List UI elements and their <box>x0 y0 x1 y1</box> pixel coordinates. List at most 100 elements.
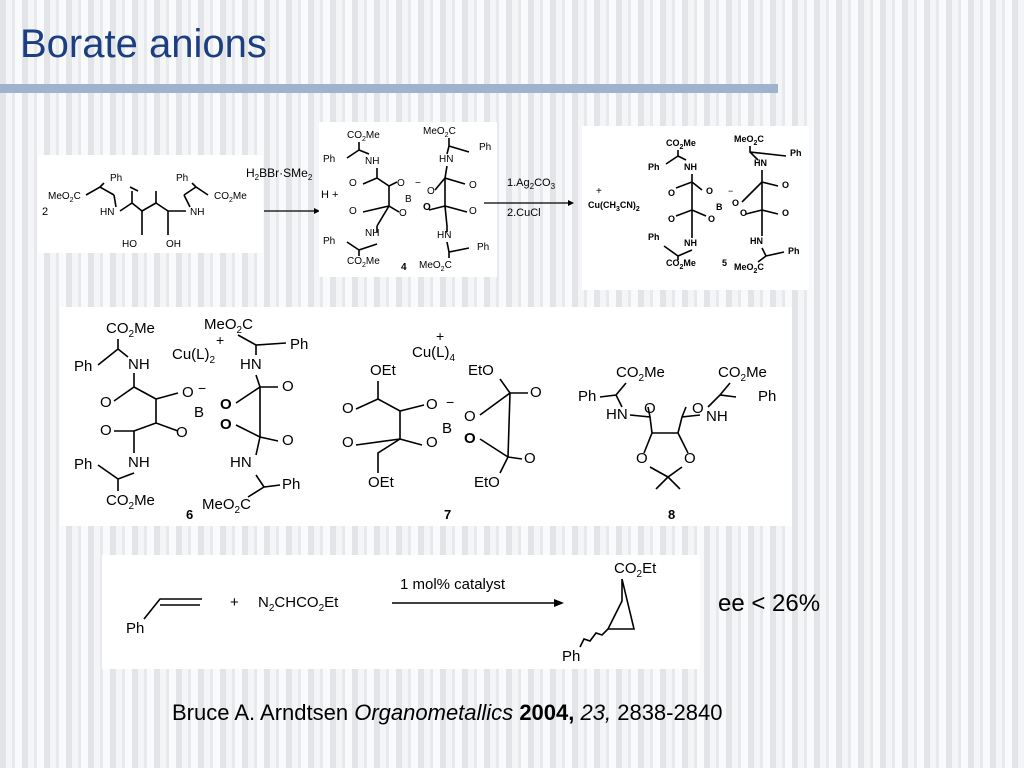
int-bonds-right <box>428 138 470 258</box>
c7-minus: − <box>446 394 454 410</box>
c6-ph-bl: Ph <box>74 456 92 473</box>
int-co-4: O <box>469 206 477 217</box>
int-ester-bl: CO2Me <box>347 256 380 269</box>
p5-ester-tr: MeO2C <box>734 134 764 147</box>
arrow-1 <box>264 203 320 221</box>
c6-co-1: O <box>100 394 112 411</box>
product-ester: CO2Et <box>614 560 657 580</box>
int-counter-ion: H + <box>321 189 338 201</box>
c6-o2: O <box>220 396 232 413</box>
citation-author: Bruce A. Arndtsen <box>172 700 349 725</box>
p5-o2: O <box>732 198 739 208</box>
c6-o4: O <box>220 416 232 433</box>
int-nh-br: HN <box>437 230 451 241</box>
int-ph-bl: Ph <box>323 236 335 247</box>
c6-ph-tl: Ph <box>74 358 92 375</box>
slide-title: Borate anions <box>20 22 267 66</box>
p5-bonds-right <box>741 146 787 263</box>
int-number: 4 <box>401 262 407 273</box>
intermediate-panel: CO2Me MeO2C Ph Ph NH HN H + O − B O O O … <box>319 122 497 277</box>
reactant-oh-left: HO <box>122 239 137 250</box>
reactant-ester-left: MeO2C <box>48 191 81 204</box>
product5-panel: CO2Me MeO2C Ph Ph NH HN + Cu(CH3CN)2 O −… <box>582 126 809 290</box>
reactant-bonds-left <box>85 182 186 235</box>
int-boron: B <box>405 194 412 205</box>
c8-hn-l: HN <box>606 406 628 423</box>
int-o1: O <box>397 178 405 189</box>
citation-pages: 2838-2840 <box>617 700 723 725</box>
citation-year: 2004, <box>519 700 575 725</box>
c8-ring-o-l: O <box>636 450 648 467</box>
product5-structure: CO2Me MeO2C Ph Ph NH HN + Cu(CH3CN)2 O −… <box>588 134 802 275</box>
int-nh-bl: NH <box>365 228 379 239</box>
reactant-nh-left: HN <box>100 207 114 218</box>
c6-counter-ion: Cu(L)2 <box>172 346 216 366</box>
p5-boron: B <box>716 202 723 212</box>
int-nh-tr: HN <box>439 154 453 165</box>
c8-ph-l: Ph <box>578 388 596 405</box>
c6-hn-tr: HN <box>240 356 262 373</box>
reactant-ester-right: CO2Me <box>214 191 247 204</box>
arrow-2 <box>484 195 574 213</box>
cyclopropane-ring <box>606 578 636 630</box>
compounds-panel: CO2Me MeO2C + Cu(L)2 Ph NH HN Ph O O − B… <box>60 307 792 526</box>
c6-co-2: O <box>100 422 112 439</box>
c6-boron: B <box>194 404 204 421</box>
c6-minus: − <box>198 380 206 396</box>
c7-bonds-right <box>479 378 528 474</box>
int-ester-tr: MeO2C <box>423 126 456 139</box>
p5-ph-tr: Ph <box>790 148 802 158</box>
c7-o3: O <box>426 434 438 451</box>
reaction-arrowhead <box>554 599 564 607</box>
p5-bonds-left <box>663 150 707 260</box>
int-o4: O <box>423 202 431 213</box>
int-minus: − <box>415 178 421 189</box>
c7-co-4: O <box>524 450 536 467</box>
c7-eto-br: EtO <box>474 474 500 491</box>
c6-co-3: O <box>282 378 294 395</box>
reagent-2-step-2: 2.CuCl <box>507 207 541 219</box>
p5-ester-br: MeO2C <box>734 262 764 275</box>
reactant-bonds-right <box>183 182 209 208</box>
c8-ester-l: CO2Me <box>616 364 665 384</box>
p5-nh-tr: HN <box>754 158 767 168</box>
c6-ester-br: MeO2C <box>202 496 251 516</box>
c6-ester-tr: MeO2C <box>204 316 253 336</box>
c7-oet-tl: OEt <box>370 362 397 379</box>
c6-hn-br: HN <box>230 454 252 471</box>
p5-nh-bl: NH <box>684 238 697 248</box>
compound-6: CO2Me MeO2C + Cu(L)2 Ph NH HN Ph O O − B… <box>74 316 308 522</box>
c6-o3: O <box>176 424 188 441</box>
c8-co-l: O <box>644 400 656 417</box>
int-o3: O <box>399 208 407 219</box>
int-co-2: O <box>349 206 357 217</box>
wavy-bond <box>579 628 609 648</box>
p5-o4: O <box>740 208 747 218</box>
compound-8: CO2Me CO2Me Ph Ph HN NH O O O O 8 <box>578 364 776 522</box>
int-ph-tl: Ph <box>323 154 335 165</box>
int-ester-br: MeO2C <box>419 260 452 273</box>
c6-ester-tl: CO2Me <box>106 320 155 340</box>
c7-counter-ion: Cu(L)4 <box>412 344 456 364</box>
p5-o1: O <box>706 186 713 196</box>
int-ph-br: Ph <box>477 242 489 253</box>
p5-nh-br: HN <box>750 236 763 246</box>
int-ph-tr: Ph <box>479 142 491 153</box>
c7-co-2: O <box>342 434 354 451</box>
citation: Bruce A. Arndtsen Organometallics 2004, … <box>172 700 722 726</box>
c7-o2: O <box>464 408 476 425</box>
reagent-2-step-1: 1.Ag2CO3 <box>507 177 556 191</box>
c6-co-4: O <box>282 432 294 449</box>
reactant-structure: 2 MeO2C Ph HN HO OH NH Ph CO2Me <box>42 173 247 250</box>
reactant-oh-right: OH <box>166 239 181 250</box>
p5-ester-bl: CO2Me <box>666 258 696 271</box>
int-co-1: O <box>349 178 357 189</box>
p5-ph-br: Ph <box>788 246 800 256</box>
c8-ester-r: CO2Me <box>718 364 767 384</box>
c7-oet-bl: OEt <box>368 474 395 491</box>
c8-nh-r: NH <box>706 408 728 425</box>
p5-nh-tl: NH <box>684 162 697 172</box>
reactant-ph-left: Ph <box>110 173 122 184</box>
c7-o1: O <box>426 396 438 413</box>
compound-7: + Cu(L)4 OEt EtO O O − B O O O O O O OEt… <box>342 328 542 522</box>
